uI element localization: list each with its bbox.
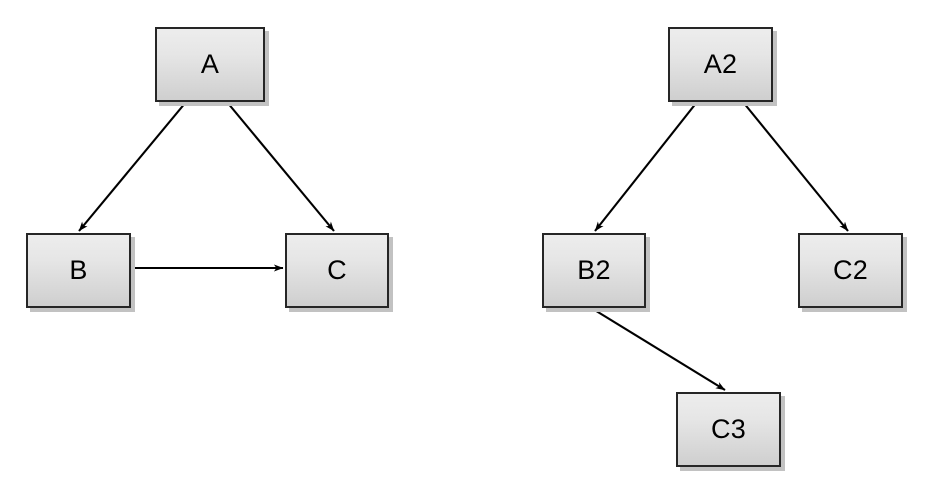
node-label: B2 bbox=[577, 255, 611, 285]
node-b2[interactable]: B2 bbox=[542, 233, 646, 308]
edge-a2-to-c2 bbox=[742, 101, 849, 232]
node-a2[interactable]: A2 bbox=[668, 27, 773, 102]
node-c3[interactable]: C3 bbox=[676, 392, 781, 467]
node-label: C bbox=[327, 255, 347, 285]
node-c2[interactable]: C2 bbox=[798, 233, 903, 308]
node-b[interactable]: B bbox=[26, 233, 131, 308]
edge-b2-to-c3 bbox=[592, 308, 726, 391]
edge-a-to-b bbox=[78, 101, 187, 232]
node-label: A2 bbox=[703, 49, 738, 79]
node-label: A bbox=[200, 49, 220, 79]
node-label: C2 bbox=[833, 255, 868, 285]
edge-a-to-c bbox=[226, 101, 335, 232]
node-a[interactable]: A bbox=[155, 27, 265, 102]
edges-group bbox=[78, 101, 849, 391]
node-c[interactable]: C bbox=[285, 233, 389, 308]
node-label: C3 bbox=[711, 414, 746, 444]
node-label: B bbox=[69, 255, 88, 285]
edge-a2-to-b2 bbox=[594, 101, 698, 232]
